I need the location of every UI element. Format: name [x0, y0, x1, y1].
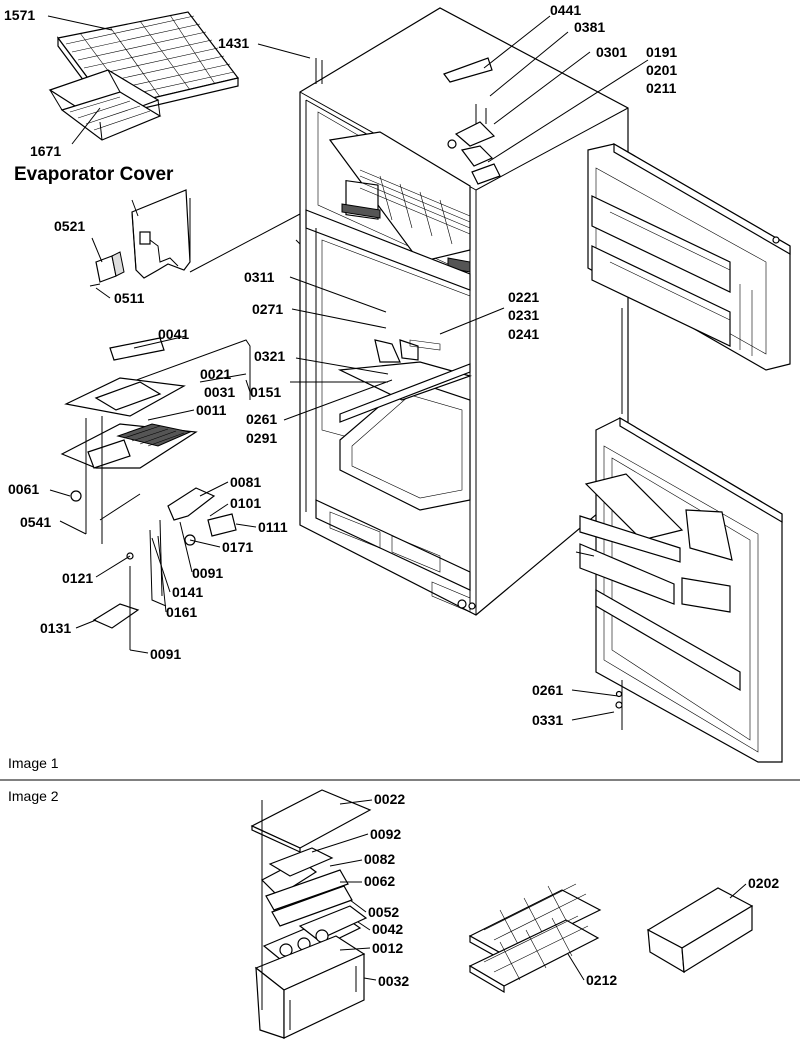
label-0261-door: 0261 — [532, 682, 563, 698]
label-0081: 0081 — [230, 474, 261, 490]
label-0111: 0111 — [258, 519, 288, 535]
ice-trays-part — [468, 883, 602, 994]
label-0121: 0121 — [62, 570, 93, 586]
label-0261-cabinet: 0261 — [246, 411, 277, 427]
evaporator-cover-part — [131, 189, 191, 279]
label-1571: 1571 — [4, 7, 35, 23]
storage-bin-part — [646, 887, 754, 974]
label-0041: 0041 — [158, 326, 189, 342]
label-0012: 0012 — [372, 940, 403, 956]
freezer-door-part — [587, 142, 791, 371]
label-0091-upper: 0091 — [192, 565, 223, 581]
fresh-food-door-part — [579, 416, 783, 763]
label-0022: 0022 — [374, 791, 405, 807]
label-0221: 0221 — [508, 289, 539, 305]
label-0032: 0032 — [378, 973, 409, 989]
label-0321: 0321 — [254, 348, 285, 364]
label-0021: 0021 — [200, 366, 231, 382]
label-0212: 0212 — [586, 972, 617, 988]
label-0241: 0241 — [508, 326, 539, 342]
label-0151: 0151 — [250, 384, 281, 400]
label-0091-lower: 0091 — [150, 646, 181, 662]
label-0331: 0331 — [532, 712, 563, 728]
leader-lines-image2 — [311, 799, 747, 981]
label-0301: 0301 — [596, 44, 627, 60]
label-0291: 0291 — [246, 430, 277, 446]
label-0231: 0231 — [508, 307, 539, 323]
label-0311: 0311 — [244, 269, 275, 285]
label-0521: 0521 — [54, 218, 85, 234]
leader-lines — [47, 15, 649, 730]
label-0141: 0141 — [172, 584, 203, 600]
dispenser-assembly-part — [60, 337, 251, 650]
label-1431: 1431 — [218, 35, 249, 51]
ice-bin-assembly-part — [250, 789, 372, 1039]
label-0011: 0011 — [196, 402, 227, 418]
label-0381: 0381 — [574, 19, 605, 35]
label-0211: 0211 — [646, 80, 677, 96]
label-0271: 0271 — [252, 301, 283, 317]
label-0131: 0131 — [40, 620, 71, 636]
label-0541: 0541 — [20, 514, 51, 530]
cabinet-part — [299, 7, 629, 616]
label-0052: 0052 — [368, 904, 399, 920]
label-0042: 0042 — [372, 921, 403, 937]
label-0101: 0101 — [230, 495, 261, 511]
label-0092: 0092 — [370, 826, 401, 842]
label-0202: 0202 — [748, 875, 779, 891]
label-0171: 0171 — [222, 539, 253, 555]
label-0201: 0201 — [646, 62, 677, 78]
switch-box-part — [89, 251, 125, 287]
top-hinge-part — [315, 57, 501, 185]
label-0082: 0082 — [364, 851, 395, 867]
callout-labels: 1571 1671 1431 0441 0381 0301 0191 0201 … — [4, 2, 779, 989]
label-0441: 0441 — [550, 2, 581, 18]
label-0061: 0061 — [8, 481, 39, 497]
basket-part — [48, 69, 162, 141]
evaporator-cover-title: Evaporator Cover — [14, 164, 174, 185]
image1-caption: Image 1 — [8, 755, 59, 771]
label-0511: 0511 — [114, 290, 145, 306]
label-1671: 1671 — [30, 143, 61, 159]
label-0191: 0191 — [646, 44, 677, 60]
label-0161: 0161 — [166, 604, 197, 620]
image2-caption: Image 2 — [8, 788, 59, 804]
label-0031: 0031 — [204, 384, 235, 400]
label-0062: 0062 — [364, 873, 395, 889]
